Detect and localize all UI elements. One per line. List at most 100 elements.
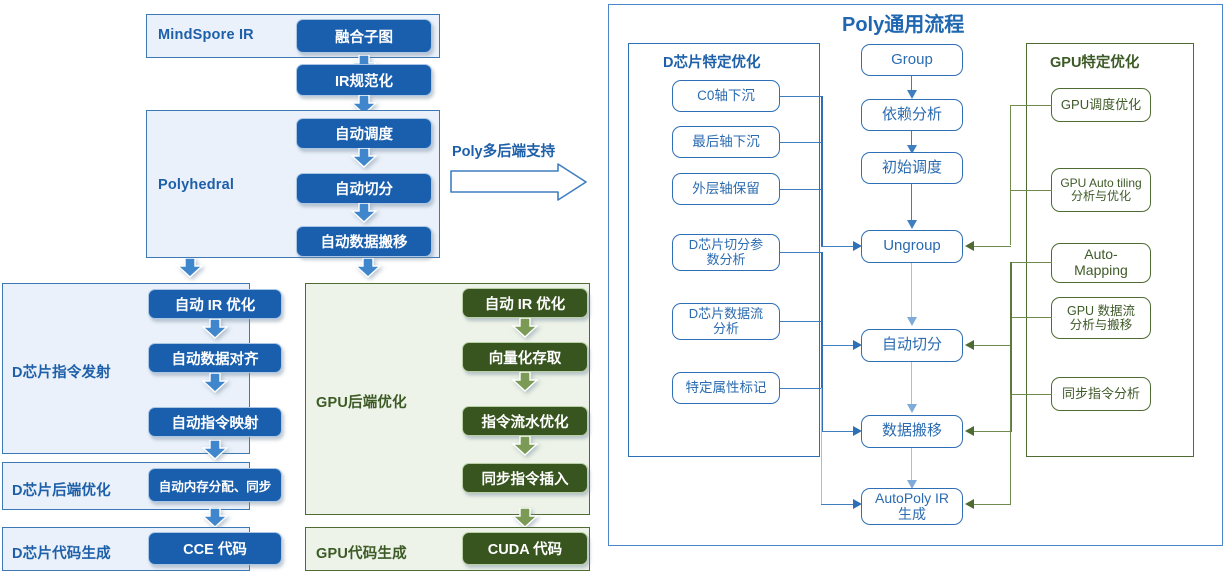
box-sync-instr-analysis[interactable]: 同步指令分析 xyxy=(1051,377,1151,411)
box-gpu-dataflow-analysis-label: GPU 数据流 分析与搬移 xyxy=(1066,304,1136,332)
block-arrow-down-6 xyxy=(202,373,228,393)
box-last-axis-sink[interactable]: 最后轴下沉 xyxy=(672,126,780,158)
flow-line-1 xyxy=(911,76,912,94)
connector-g-to-datamove xyxy=(973,431,1011,432)
box-outer-axis-keep[interactable]: 外层轴保留 xyxy=(672,173,780,205)
connector-d6 xyxy=(780,388,822,389)
connector-g1 xyxy=(1010,105,1052,106)
chip-d-auto-data-align[interactable]: 自动数据对齐 xyxy=(148,343,282,373)
chip-auto-tiling[interactable]: 自动切分 xyxy=(296,173,432,204)
connector-g-bus-autopoly xyxy=(1010,394,1011,505)
flow-line-6 xyxy=(911,448,912,482)
box-gpu-schedule-opt[interactable]: GPU调度优化 xyxy=(1051,88,1151,122)
chip-vectorized-access[interactable]: 向量化存取 xyxy=(462,342,588,372)
flow-box-auto-tiling[interactable]: 自动切分 xyxy=(861,329,963,362)
block-arrow-down-8 xyxy=(202,508,228,528)
flow-box-data-move[interactable]: 数据搬移 xyxy=(861,415,963,448)
flow-box-ungroup-label: Ungroup xyxy=(883,237,941,255)
connector-d-bus-upper xyxy=(821,96,823,247)
flow-box-dependency-analysis[interactable]: 依赖分析 xyxy=(861,99,963,131)
chip-fusion-subgraph[interactable]: 融合子图 xyxy=(296,19,432,53)
label-poly-multi-backend: Poly多后端支持 xyxy=(452,144,556,160)
label-d-codegen: D芯片代码生成 xyxy=(12,546,111,562)
title-gpu-specific-opt: GPU特定优化 xyxy=(1050,55,1140,71)
box-specific-attr-mark-label: 特定属性标记 xyxy=(685,380,767,396)
block-arrow-down-g4 xyxy=(512,508,538,528)
box-auto-mapping[interactable]: Auto- Mapping xyxy=(1051,243,1151,283)
label-gpu-backend-opt: GPU后端优化 xyxy=(316,395,407,411)
flow-line-4 xyxy=(911,263,912,319)
arrowhead-g-ungroup xyxy=(965,241,974,251)
flow-box-initial-schedule-label: 初始调度 xyxy=(881,158,942,176)
flow-box-initial-schedule[interactable]: 初始调度 xyxy=(861,152,963,184)
chip-ir-normalize[interactable]: IR规范化 xyxy=(296,64,432,96)
flow-line-5 xyxy=(911,362,912,406)
arrowhead-d-ungroup xyxy=(853,241,862,251)
flow-arrow-5 xyxy=(907,404,917,413)
chip-cce-code[interactable]: CCE 代码 xyxy=(148,532,282,565)
block-arrow-down-g3 xyxy=(512,436,538,456)
flow-box-auto-tiling-label: 自动切分 xyxy=(881,336,942,354)
connector-d-bus-low xyxy=(821,321,823,432)
connector-g-to-tiling xyxy=(973,345,1011,346)
chip-gpu-auto-ir-opt[interactable]: 自动 IR 优化 xyxy=(462,288,588,318)
chip-auto-memalloc-sync[interactable]: 自动内存分配、同步 xyxy=(148,468,282,502)
flow-box-ungroup[interactable]: Ungroup xyxy=(861,230,963,263)
flow-arrow-1 xyxy=(907,90,917,99)
box-gpu-auto-tiling-analysis[interactable]: GPU Auto tiling 分析与优化 xyxy=(1051,168,1151,212)
chip-cuda-code[interactable]: CUDA 代码 xyxy=(462,532,588,565)
connector-g-bus-mid xyxy=(1010,262,1012,346)
block-arrow-down-g1 xyxy=(512,318,538,338)
connector-g3 xyxy=(1010,262,1052,263)
flow-arrow-3 xyxy=(907,220,917,229)
flow-arrow-6 xyxy=(907,480,917,489)
box-d-dataflow-analysis[interactable]: D芯片数据流 分析 xyxy=(672,303,780,340)
flow-box-data-move-label: 数据搬移 xyxy=(881,422,942,440)
block-arrow-down-4 xyxy=(351,203,377,223)
box-gpu-dataflow-analysis[interactable]: GPU 数据流 分析与搬移 xyxy=(1051,297,1151,339)
connector-d-to-autopoly xyxy=(821,504,853,505)
chip-auto-schedule[interactable]: 自动调度 xyxy=(296,118,432,149)
block-arrow-down-2 xyxy=(351,95,377,115)
box-gpu-auto-tiling-analysis-label: GPU Auto tiling 分析与优化 xyxy=(1060,175,1142,203)
box-d-tiling-param-analysis-label: D芯片切分参 数分析 xyxy=(688,236,764,267)
flow-box-autopoly-ir-gen[interactable]: AutoPoly IR 生成 xyxy=(861,488,963,525)
chip-instr-pipeline-opt[interactable]: 指令流水优化 xyxy=(462,406,588,436)
box-c0-axis-sink[interactable]: C0轴下沉 xyxy=(672,80,780,112)
flow-box-group[interactable]: Group xyxy=(861,44,963,76)
chip-auto-data-move[interactable]: 自动数据搬移 xyxy=(296,226,432,257)
block-arrow-down-3 xyxy=(351,148,377,168)
label-polyhedral: Polyhedral xyxy=(158,177,235,193)
connector-g-to-autopoly xyxy=(973,504,1011,505)
flow-box-group-label: Group xyxy=(891,50,933,68)
connector-d1 xyxy=(780,96,822,97)
connector-d-to-tiling xyxy=(821,345,853,346)
arrow-poly-multi-backend xyxy=(450,163,588,206)
flow-line-3 xyxy=(911,184,912,223)
label-d-instruction-issue: D芯片指令发射 xyxy=(12,365,111,381)
connector-d3 xyxy=(780,189,822,190)
flow-arrow-4 xyxy=(907,317,917,326)
block-arrow-down-5 xyxy=(202,319,228,339)
arrowhead-d-tiling xyxy=(853,340,862,350)
label-mindspore-ir: MindSpore IR xyxy=(158,27,254,43)
chip-d-auto-ir-opt[interactable]: 自动 IR 优化 xyxy=(148,289,282,319)
box-last-axis-sink-label: 最后轴下沉 xyxy=(692,134,760,150)
box-specific-attr-mark[interactable]: 特定属性标记 xyxy=(672,372,780,404)
box-d-tiling-param-analysis[interactable]: D芯片切分参 数分析 xyxy=(672,234,780,271)
connector-d2 xyxy=(780,142,822,143)
chip-sync-instr-insert[interactable]: 同步指令插入 xyxy=(462,463,588,493)
arrowhead-g-autopoly xyxy=(965,499,974,509)
arrowhead-g-tiling xyxy=(965,340,974,350)
label-gpu-codegen: GPU代码生成 xyxy=(316,546,407,562)
connector-d-bus-mid xyxy=(821,252,823,346)
flow-arrow-2 xyxy=(907,145,917,154)
chip-d-auto-instr-map[interactable]: 自动指令映射 xyxy=(148,407,282,437)
box-c0-axis-sink-label: C0轴下沉 xyxy=(697,88,755,104)
connector-g5 xyxy=(1010,394,1052,395)
connector-g-to-ungroup xyxy=(973,246,1011,247)
label-d-backend-opt: D芯片后端优化 xyxy=(12,483,111,499)
block-arrow-down-split-left xyxy=(177,258,203,278)
arrowhead-g-datamove xyxy=(965,426,974,436)
